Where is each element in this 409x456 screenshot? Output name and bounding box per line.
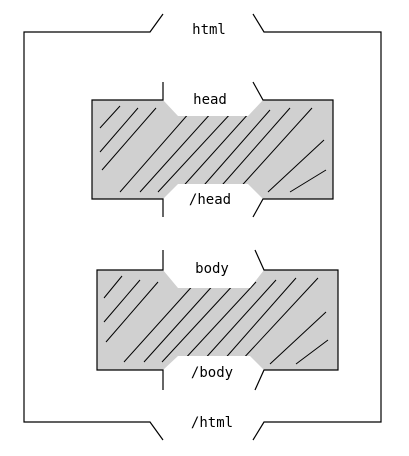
head-open-tag-label: head [193, 92, 227, 108]
html-element-outline [23, 13, 382, 441]
head-close-tag-label: /head [189, 192, 231, 208]
head-block-outline-right [252, 81, 334, 218]
body-close-tag-label: /body [191, 365, 233, 381]
html-close-tag-label: /html [191, 415, 233, 431]
head-block-outline-left [91, 82, 164, 217]
body-block-fill [97, 270, 338, 370]
body-block-hatching [103, 275, 329, 365]
head-block [91, 81, 334, 218]
body-block [96, 249, 339, 391]
html-open-tag-label: html [192, 22, 226, 38]
head-block-hatching [99, 105, 327, 193]
body-block-outline-left [96, 250, 164, 390]
body-open-tag-label: body [195, 261, 229, 277]
html-outline-right [252, 13, 382, 441]
body-block-outline-right [254, 249, 339, 391]
head-block-fill [92, 100, 333, 199]
html-outline-left [23, 13, 164, 441]
